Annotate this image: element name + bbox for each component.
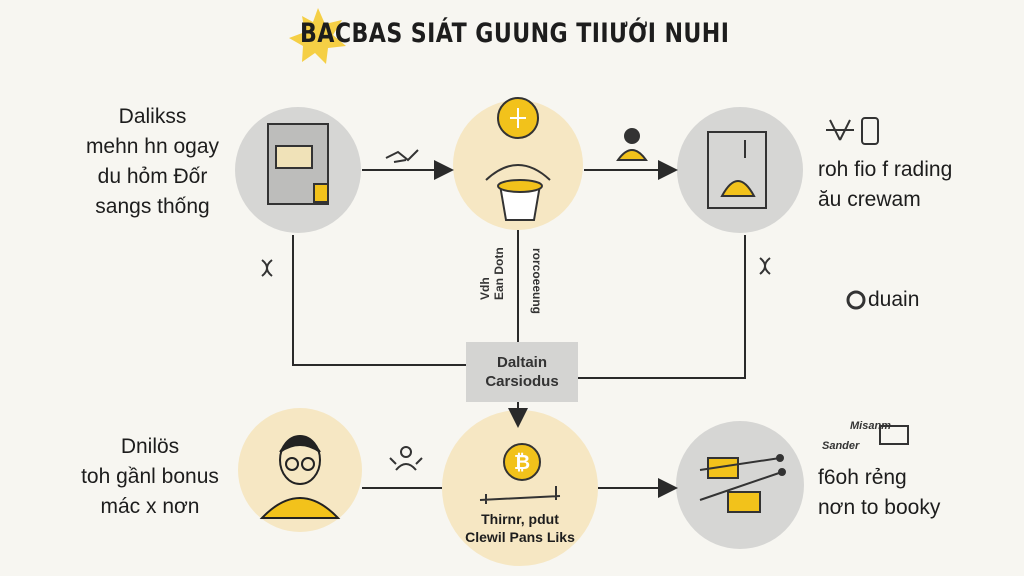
store-icon <box>267 123 329 205</box>
phone-icon <box>861 117 879 145</box>
trader-icon <box>616 128 648 161</box>
top-left-text: Dalikss mehn hn ogay du hỏm Ðốr sangs th… <box>70 102 235 222</box>
text-line: Ean Dotn <box>492 247 506 300</box>
text-line: nơn to booky <box>818 496 941 519</box>
text-line: Thirnr, pdut <box>481 511 559 527</box>
text-line: Dnilös <box>120 435 180 458</box>
avatar-icon <box>259 435 341 519</box>
scissor-left-icon <box>261 259 273 277</box>
text-line: Carsiodus <box>485 373 559 390</box>
text-line: roh fio f rading <box>818 158 953 181</box>
center-box: Daltain Carsiodus <box>466 342 578 402</box>
text-line: Vdh <box>478 277 492 300</box>
svg-text:₿: ₿ <box>514 450 530 474</box>
plant-icon <box>826 119 854 141</box>
node-network-circle <box>676 421 804 549</box>
person-coin-icon <box>485 97 551 221</box>
text-line: Dalikss <box>118 105 187 128</box>
node-bitcoin-circle <box>442 410 598 566</box>
top-right-text: roh fio f rading ău crewam <box>818 155 952 215</box>
chest-icon <box>879 425 909 445</box>
network-icon <box>699 454 786 513</box>
text-line: du hỏm Ðốr <box>97 165 208 188</box>
page-title: BACBAS SIÁT GUUNG TIIƯỚI NUHI <box>300 18 730 49</box>
bottom-center-text: Thirnr, pdut Clewil Pans Liks <box>445 510 595 546</box>
bottom-right-text: f6oh rẻng nơn to booky <box>818 463 940 523</box>
text-line: sangs thống <box>95 195 210 218</box>
star-icon <box>289 8 346 64</box>
text-line: ău crewam <box>818 188 921 211</box>
text-line: mác x nơn <box>100 495 200 518</box>
people-icon <box>389 446 423 471</box>
scissor-right-icon <box>759 257 771 275</box>
connectors <box>292 160 746 498</box>
side-brand: duain <box>868 288 920 311</box>
bottom-right-label: Sander <box>822 440 860 452</box>
document-icon <box>707 131 767 209</box>
handshake-icon <box>385 149 419 163</box>
text-line: mehn hn ogay <box>85 135 220 158</box>
text-line: Daltain <box>496 354 547 371</box>
text-line: toh gầnl bonus <box>81 465 219 488</box>
text-line: Clewil Pans Liks <box>465 529 575 545</box>
text-line: f6oh rẻng <box>818 466 907 489</box>
bottom-left-text: Dnilös toh gầnl bonus mác x nơn <box>60 432 240 522</box>
duain-logo-icon <box>846 290 866 310</box>
bitcoin-icon: ₿ <box>479 443 561 504</box>
center-vertical-left: Vdh Ean Dotn <box>478 247 506 300</box>
center-vertical-right: rorcoeeung <box>530 248 544 315</box>
bottom-right-label: Misanm <box>850 420 891 432</box>
